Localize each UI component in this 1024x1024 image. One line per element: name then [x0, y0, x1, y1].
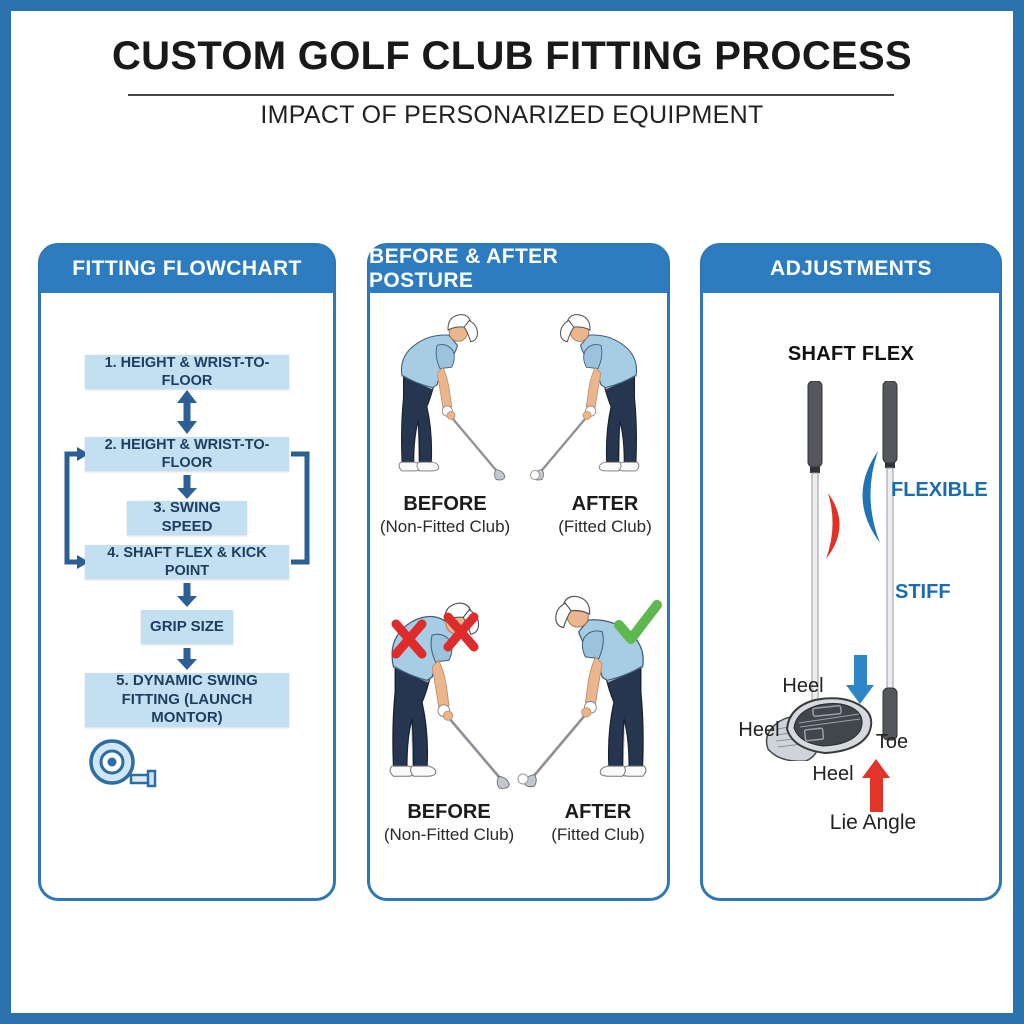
after-sublabel-top: (Fitted Club)	[558, 517, 652, 536]
lie-angle-label: Lie Angle	[829, 811, 917, 834]
shaft-flex-label: SHAFT FLEX	[787, 343, 915, 365]
golfer-good-posture-illustration	[522, 595, 648, 789]
up-arrow-icon	[862, 759, 890, 812]
flexible-label: FLEXIBLE	[891, 479, 988, 501]
title-divider	[128, 94, 894, 96]
golfer-bad-posture-illustration	[388, 601, 511, 790]
golfer-before-illustration	[397, 313, 507, 482]
stiff-label: STIFF	[895, 581, 951, 603]
panel-header-posture: BEFORE & AFTER POSTURE	[369, 245, 668, 293]
panel-header-flowchart: FITTING FLOWCHART	[40, 245, 334, 293]
panel-adjustments: ADJUSTMENTS SHAFT FLEX	[700, 243, 1002, 901]
flow-arrow-icon	[183, 400, 191, 424]
golfer-after-illustration	[531, 313, 641, 482]
posture-scene-top	[397, 313, 641, 482]
before-sublabel-bottom: (Non-Fitted Club)	[383, 825, 515, 844]
bracket-connector-left	[64, 451, 79, 565]
panel-header-adjustments: ADJUSTMENTS	[702, 245, 1000, 293]
golf-ball-icon	[517, 773, 529, 785]
panel-before-after-posture: BEFORE & AFTER POSTURE BEFORE (Non-Fitte…	[367, 243, 670, 901]
flex-curve-blue-icon	[862, 451, 880, 543]
flow-step-4: 4. SHAFT FLEX & KICK POINT	[85, 545, 289, 579]
bracket-connector-right	[291, 451, 310, 565]
tape-measure-icon	[89, 739, 157, 788]
before-sublabel-top: (Non-Fitted Club)	[379, 517, 511, 536]
down-arrow-icon	[846, 655, 874, 704]
page-title: CUSTOM GOLF CLUB FITTING PROCESS	[112, 34, 912, 78]
flow-step-5: 5. DYNAMIC SWING FITTING (LAUNCH MONTOR)	[85, 672, 289, 727]
x-icon	[391, 612, 479, 659]
shaft-icon	[882, 381, 898, 741]
flow-step-1: 1. HEIGHT & WRIST-TO-FLOOR	[85, 355, 289, 389]
before-label-top: BEFORE	[403, 493, 487, 515]
after-label-top: AFTER	[571, 493, 639, 515]
posture-scene-bottom	[388, 595, 662, 790]
before-label-bottom: BEFORE	[407, 801, 491, 823]
page-subtitle: IMPACT OF PERSONARIZED EQUIPMENT	[260, 101, 764, 129]
after-sublabel-bottom: (Fitted Club)	[551, 825, 645, 844]
clubhead-top-view-icon	[785, 697, 873, 755]
heel-label-top: Heel	[782, 675, 824, 697]
golf-ball-icon	[530, 470, 540, 480]
flow-step-2: 2. HEIGHT & WRIST-TO-FLOOR	[85, 437, 289, 471]
flex-curve-red-icon	[826, 493, 840, 559]
after-label-bottom: AFTER	[564, 801, 632, 823]
heel-label-left: Heel	[738, 719, 780, 741]
flowchart-connectors	[64, 390, 310, 670]
check-icon	[614, 600, 662, 644]
flow-step-3: 3. SWING SPEED	[127, 499, 247, 535]
toe-label: Toe	[875, 731, 909, 753]
flow-step-grip-size: GRIP SIZE	[141, 610, 233, 644]
panel-fitting-flowchart: FITTING FLOWCHART	[38, 243, 336, 901]
heel-label-bottom: Heel	[812, 763, 854, 785]
